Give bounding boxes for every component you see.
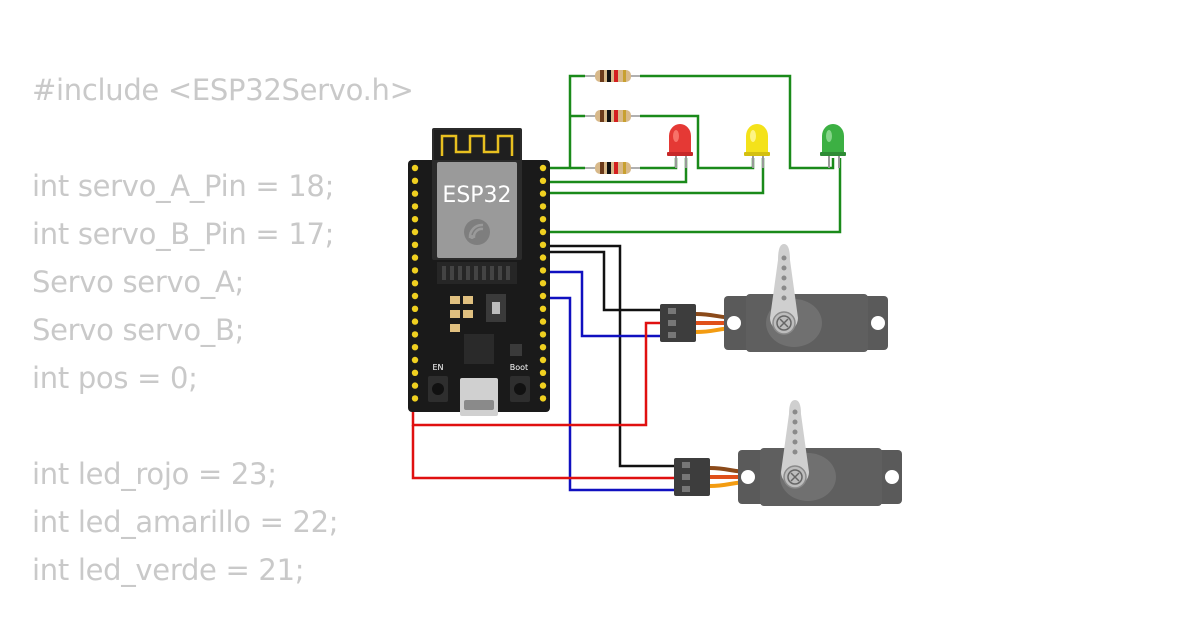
code-line: Servo servo_A; [32, 265, 244, 299]
wire-green[interactable] [542, 158, 842, 234]
esp32-module [437, 162, 517, 258]
header-pin[interactable] [411, 177, 419, 184]
header-pin[interactable] [539, 177, 547, 184]
header-pin[interactable] [539, 344, 547, 351]
header-pin[interactable] [539, 356, 547, 364]
boot-button-label: Boot [510, 363, 528, 372]
wire-red[interactable] [411, 425, 675, 480]
board-label: ESP32 [442, 183, 511, 208]
en-button[interactable] [428, 376, 448, 402]
header-pin[interactable] [411, 228, 419, 236]
code-line: int pos = 0; [32, 361, 198, 395]
servo-a[interactable] [660, 244, 888, 352]
code-line: int led_verde = 21; [32, 553, 305, 587]
header-pin[interactable] [411, 331, 419, 338]
boot-button[interactable] [510, 376, 530, 402]
wire-red[interactable] [411, 321, 662, 427]
led-red[interactable] [667, 124, 693, 168]
header-pin[interactable] [539, 280, 547, 287]
header-pin[interactable] [539, 331, 547, 338]
header-pin[interactable] [539, 164, 547, 172]
pin-header-right [539, 164, 547, 402]
header-pin[interactable] [411, 216, 419, 223]
espressif-logo-icon [464, 219, 490, 245]
header-pin[interactable] [539, 369, 547, 376]
servo-connector [660, 304, 696, 342]
header-pin[interactable] [411, 280, 419, 287]
code-line: int led_rojo = 23; [32, 457, 277, 491]
wire-blue[interactable] [542, 296, 675, 492]
header-pin[interactable] [411, 305, 419, 312]
header-pin[interactable] [411, 344, 419, 351]
header-pin[interactable] [539, 395, 547, 402]
en-button-label: EN [432, 363, 443, 372]
header-pin[interactable] [411, 382, 419, 389]
header-pin[interactable] [411, 190, 419, 197]
code-line: int led_amarillo = 22; [32, 505, 339, 539]
usb-port [460, 378, 498, 416]
wire-green[interactable] [640, 114, 755, 170]
pin-header-left [411, 164, 419, 402]
header-pin[interactable] [539, 241, 547, 248]
code-line: #include <ESP32Servo.h> [32, 73, 414, 107]
header-pin[interactable] [539, 318, 547, 325]
header-pin[interactable] [539, 203, 547, 210]
wire-blue[interactable] [542, 270, 662, 338]
esp32-board[interactable]: ESP32 [408, 128, 550, 416]
resistor[interactable] [585, 70, 640, 82]
wire-green[interactable] [640, 158, 678, 170]
header-pin[interactable] [539, 190, 547, 197]
header-pin[interactable] [539, 267, 547, 274]
wire-green[interactable] [640, 74, 835, 170]
code-line: int servo_A_Pin = 18; [32, 169, 335, 203]
resistor[interactable] [585, 162, 640, 174]
wire-black[interactable] [542, 250, 662, 312]
code-listing: #include <ESP32Servo.h> int servo_A_Pin … [32, 66, 414, 594]
header-pin[interactable] [411, 254, 419, 261]
header-pin[interactable] [411, 318, 419, 325]
header-pin[interactable] [539, 228, 547, 236]
header-pin[interactable] [411, 395, 419, 402]
header-pin[interactable] [539, 254, 547, 261]
header-pin[interactable] [539, 292, 547, 300]
header-pin[interactable] [411, 356, 419, 364]
header-pin[interactable] [411, 369, 419, 376]
header-pin[interactable] [411, 241, 419, 248]
header-pin[interactable] [411, 203, 419, 210]
header-pin[interactable] [539, 305, 547, 312]
resistor[interactable] [585, 110, 640, 122]
module-pads [442, 266, 510, 280]
header-pin[interactable] [539, 382, 547, 389]
wire-black[interactable] [542, 244, 675, 468]
usb-chip [464, 334, 494, 364]
header-pin[interactable] [411, 267, 419, 274]
led-green[interactable] [820, 124, 846, 168]
led-yellow[interactable] [744, 124, 770, 168]
wire-green[interactable] [542, 158, 765, 195]
code-line: Servo servo_B; [32, 313, 245, 347]
servo-b[interactable] [674, 400, 902, 506]
wire-green[interactable] [542, 74, 585, 170]
code-line: int servo_B_Pin = 17; [32, 217, 335, 251]
header-pin[interactable] [411, 292, 419, 300]
header-pin[interactable] [411, 164, 419, 172]
header-pin[interactable] [539, 216, 547, 223]
servo-connector [674, 458, 710, 496]
antenna-trace [440, 134, 514, 156]
